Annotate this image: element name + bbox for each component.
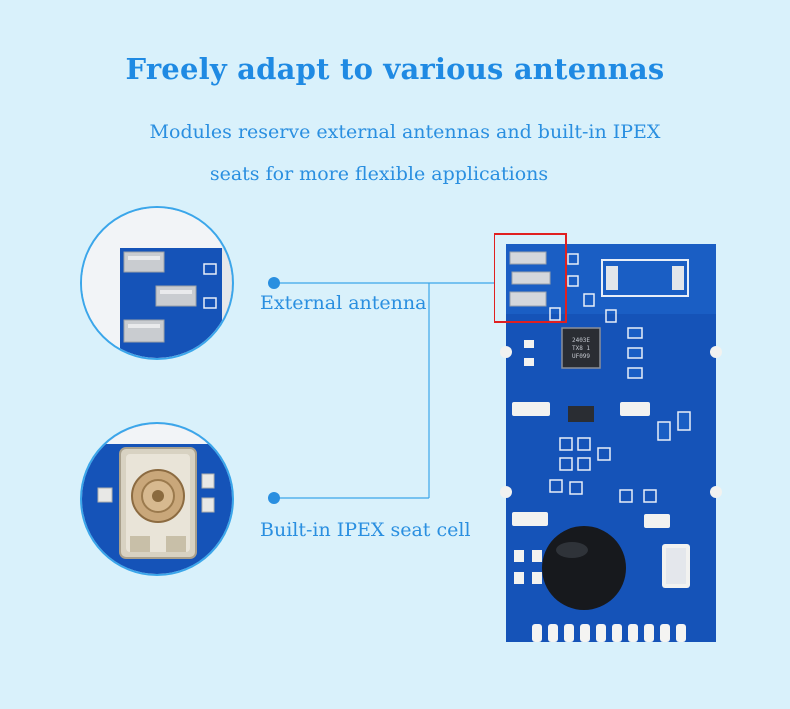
feature-dot-external <box>268 277 280 289</box>
antenna-highlight-box <box>493 233 567 323</box>
rf-module-board: 2403E TX8 1 UF099 <box>493 232 724 661</box>
subtitle-line-2: seats for more flexible applications <box>209 163 549 185</box>
external-antenna-zoom <box>80 206 234 360</box>
ipex-seat-zoom <box>80 422 234 576</box>
svg-text:UF099: UF099 <box>572 353 590 360</box>
page-title: Freely adapt to various antennas <box>125 52 665 86</box>
svg-text:TX8 1: TX8 1 <box>572 345 590 352</box>
feature-label-external-antenna: External antenna <box>260 292 427 314</box>
feature-dot-ipex <box>268 492 280 504</box>
chip-marking: 2403E <box>572 337 590 344</box>
subtitle-line-1: Modules reserve external antennas and bu… <box>149 121 661 143</box>
feature-label-ipex-seat: Built-in IPEX seat cell <box>260 519 471 541</box>
